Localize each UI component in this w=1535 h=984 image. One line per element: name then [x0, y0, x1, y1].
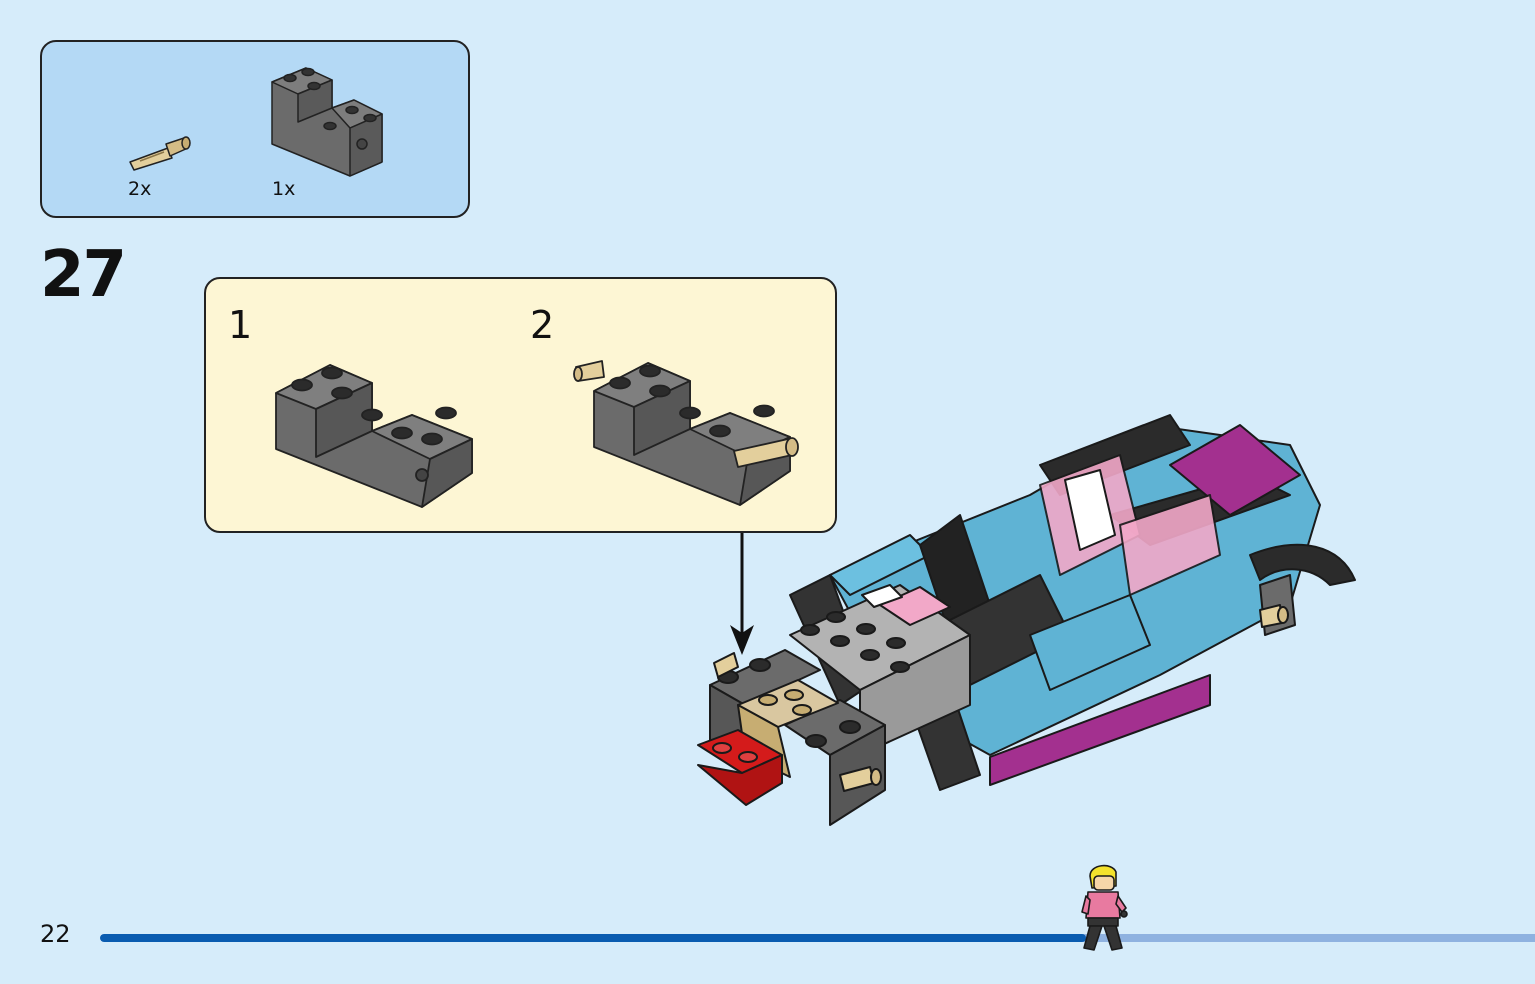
build-progress-fill — [100, 934, 1086, 942]
substep-label-1: 1 — [228, 303, 253, 347]
substep-1-brick-illustration — [275, 364, 473, 508]
car-model-illustration — [697, 414, 1356, 826]
tan-axle-pin-icon — [129, 136, 191, 171]
substep-2-brick-with-pins-illustration — [573, 360, 799, 506]
build-progress-bar — [100, 934, 1535, 942]
parts-callout: 2x 1x — [40, 40, 470, 218]
brick-with-pin-holes-icon — [271, 67, 383, 177]
page-number: 22 — [40, 920, 71, 948]
part-qty-pin: 2x — [128, 178, 152, 200]
substep-callout: 1 2 — [204, 277, 837, 533]
substep-label-2: 2 — [530, 303, 555, 347]
part-qty-brick: 1x — [272, 178, 296, 200]
step-number: 27 — [40, 238, 127, 312]
minifigure-progress-marker-icon — [1081, 864, 1128, 951]
placement-arrow — [730, 533, 754, 655]
